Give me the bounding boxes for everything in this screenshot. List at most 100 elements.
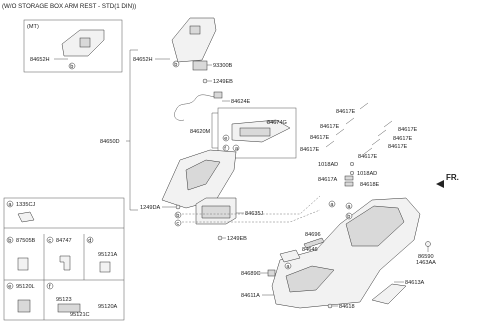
label-84635J: 84635J — [245, 211, 264, 217]
circle-b-lower — [174, 211, 182, 219]
front-arrow-icon — [436, 180, 444, 188]
dash-b — [182, 195, 321, 215]
legend-b-circle — [6, 236, 14, 244]
label-84617A: 84617A — [318, 177, 338, 183]
harness-84624E — [175, 94, 221, 111]
pad-84617A — [344, 175, 354, 181]
circle-b-console-letter: b — [347, 214, 350, 220]
label-84674G: 84674G — [267, 120, 287, 126]
mt-inset-frame — [23, 19, 123, 73]
tray-recess — [239, 127, 271, 137]
legend-e-part: 95120L — [16, 284, 35, 290]
mt-circle-b-letter: b — [70, 64, 73, 70]
main-bracket — [129, 49, 138, 211]
legend-d-letter: d — [88, 238, 91, 244]
switch-93300B — [192, 60, 208, 71]
clip-group: 84617E 84617E 84617E 84617E 84617E 84617… — [300, 102, 418, 160]
label-84617E-6: 84617E — [300, 147, 320, 153]
floor-console-cupholder-area — [345, 205, 405, 247]
circle-f — [232, 144, 240, 152]
label-84618: 84618 — [339, 304, 355, 310]
screw-1249DA — [175, 204, 181, 210]
legend-c-part: 84747 — [56, 238, 72, 244]
circle-a-console-letter: a — [347, 204, 351, 210]
legend-e-circle — [6, 282, 14, 290]
clip-84689C — [267, 269, 276, 277]
clip-4 — [335, 128, 345, 136]
legend-frame — [3, 197, 125, 321]
circle-a-console — [345, 202, 353, 210]
circle-e-letter: f — [224, 146, 226, 152]
legend-f-part-top: 95123 — [56, 297, 72, 303]
label-1249DA: 1249DA — [140, 205, 160, 211]
circle-a-lower-letter: a — [286, 264, 290, 270]
floor-console-front-tray — [285, 265, 335, 293]
clip-2 — [345, 117, 355, 125]
label-84624E: 84624E — [231, 99, 251, 105]
screw-1249EB-top — [202, 78, 208, 84]
circle-a-side-letter: a — [330, 202, 334, 208]
front-direction-label: FR. — [446, 173, 459, 182]
insert-84646 — [279, 249, 301, 263]
label-84617E-8: 84617E — [358, 154, 378, 160]
legend-a-circle — [6, 200, 14, 208]
screw-84618 — [327, 303, 333, 309]
legend-f-letter: f — [49, 284, 51, 290]
label-84617E-7: 84617E — [388, 144, 408, 150]
circle-b-upper-letter: b — [174, 62, 177, 68]
legend-a-letter: a — [8, 202, 12, 208]
label-84617E-4: 84617E — [310, 135, 330, 141]
legend-e-letter: e — [8, 284, 11, 290]
legend-c-letter: c — [48, 238, 51, 244]
circle-b-console — [345, 212, 353, 220]
label-1018AD-1: 1018AD — [318, 162, 338, 168]
circle-b-lower-letter: b — [176, 213, 179, 219]
screw-1249EB-bottom — [217, 235, 223, 241]
legend-b-clip — [17, 257, 29, 271]
console-upper-opening — [185, 159, 221, 191]
clip-6 — [325, 140, 335, 148]
legend-f-part-bottom: 95121C — [70, 312, 90, 318]
upper-shift-bezel — [171, 17, 217, 63]
pad-84618E — [344, 181, 354, 187]
clip-5 — [377, 129, 387, 137]
label-84617E-1: 84617E — [336, 109, 356, 115]
clip-3 — [383, 120, 393, 128]
diagram-title: (W/O STORAGE BOX ARM REST - STD(1 DIN)) — [2, 3, 136, 10]
label-1463AA: 1463AA — [416, 260, 436, 266]
label-1018AD-2: 1018AD — [357, 171, 377, 177]
bolt-86590 — [425, 241, 431, 247]
mt-circle-b — [68, 62, 76, 70]
dash-c — [182, 209, 321, 223]
legend-b-part: 87505B — [16, 238, 36, 244]
legend-d-circle — [86, 236, 94, 244]
label-84617E-5: 84617E — [393, 136, 413, 142]
circle-d-letter: e — [224, 136, 227, 142]
legend-b-letter: b — [8, 238, 11, 244]
label-93300B: 93300B — [213, 63, 233, 69]
label-84689C: 84689C — [241, 271, 261, 277]
legend-a-part: 1335CJ — [16, 202, 35, 208]
label-84696: 84696 — [305, 232, 321, 238]
legend-f-circle — [46, 282, 54, 290]
mt-label: (MT) — [27, 24, 39, 30]
circle-a-side — [328, 200, 336, 208]
circle-a-lower — [284, 262, 292, 270]
legend-c-clip — [59, 255, 71, 271]
screw-1018AD-2 — [349, 170, 355, 176]
circle-d — [222, 134, 230, 142]
label-84617E-3: 84617E — [398, 127, 418, 133]
screw-1018AD-1 — [349, 161, 355, 167]
legend-e-module — [17, 299, 31, 313]
pad-84696 — [303, 237, 325, 249]
harness-84624E-tail — [174, 109, 185, 121]
label-84613A: 84613A — [405, 280, 425, 286]
label-84611A: 84611A — [241, 293, 260, 299]
legend-d-part: 95121A — [98, 252, 118, 258]
label-1249EB-bottom: 1249EB — [227, 236, 247, 242]
legend-d-connector — [99, 261, 111, 273]
legend-f-module — [57, 303, 81, 313]
label-84617E-2: 84617E — [320, 124, 340, 130]
clip-8 — [363, 147, 373, 155]
